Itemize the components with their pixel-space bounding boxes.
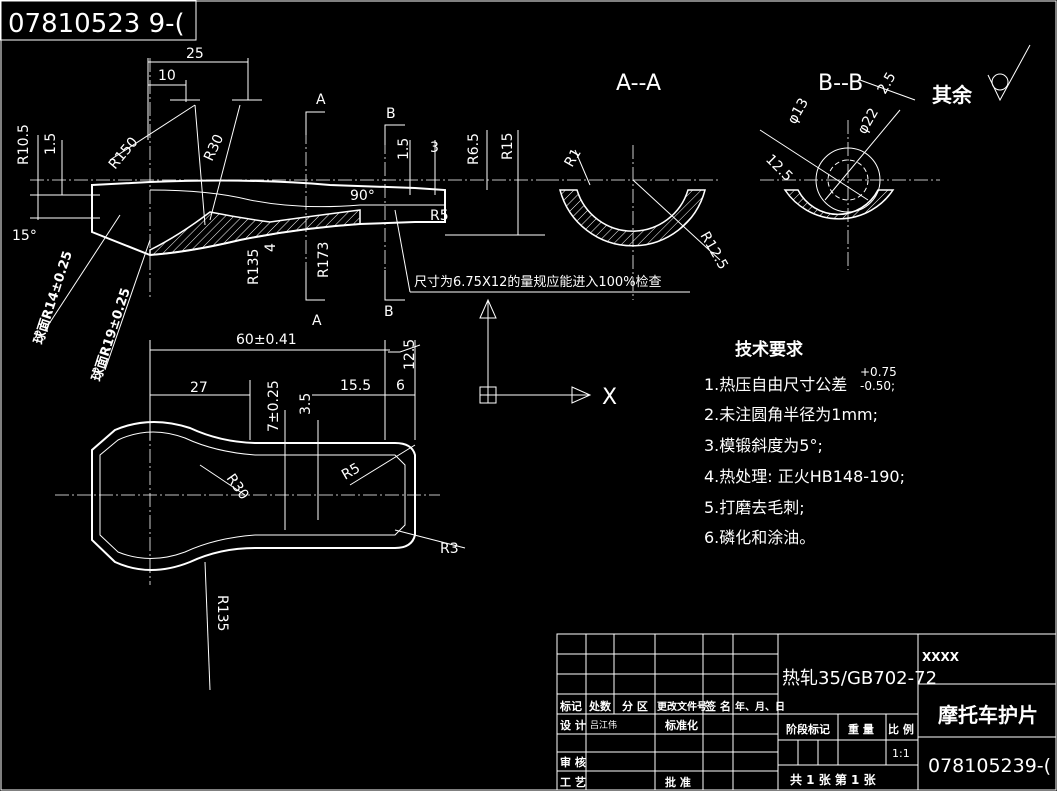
sheets-label: 共 1 张 第 1 张 — [790, 772, 877, 787]
side-view — [30, 58, 690, 371]
material-spec: 热轧35/GB702-72 — [782, 668, 937, 689]
cut-a-bottom: A — [312, 313, 322, 329]
scale-label: 比 例 — [888, 722, 914, 736]
surface-finish: 其余 — [932, 44, 1031, 107]
dim-r173: R173 — [316, 242, 332, 278]
hdr-count: 处数 — [588, 699, 612, 713]
sphere-r14-label: 球面R14±0.25 — [31, 249, 76, 346]
section-b-b: B--B φ13 φ22 12.5 2.5 — [759, 70, 940, 270]
dim-7: 7±0.25 — [266, 380, 282, 432]
dim-25: 25 — [186, 46, 204, 62]
design-label: 设 计 — [560, 718, 586, 732]
x-axis-label: X — [602, 385, 617, 410]
dim-60: 60±0.41 — [236, 332, 297, 348]
dim-r30a: R30 — [201, 132, 227, 164]
section-a-a: A--A R1 R12.5 — [545, 71, 731, 300]
tech-req-tol-lower: -0.50; — [860, 379, 895, 393]
tech-req-title: 技术要求 — [735, 339, 803, 360]
tech-req-item-3: 3.模锻斜度为5°; — [704, 436, 823, 455]
mirrored-drawing-number: 07810523 9-( — [0, 0, 197, 41]
dim-r150: R150 — [106, 134, 142, 172]
tech-req-item-5: 5.打磨去毛刺; — [704, 498, 805, 517]
dim-12-5-plan: 12.5 — [402, 339, 418, 370]
dim-15deg: 15° — [12, 228, 37, 244]
hdr-date: 年、月、日 — [735, 700, 785, 713]
dim-r5a: R5 — [430, 208, 449, 224]
tech-req-tol-upper: +0.75 — [860, 365, 897, 379]
dim-90: 90° — [350, 188, 375, 204]
dim-1-5a: 1.5 — [43, 133, 59, 155]
dim-r12-5: R12.5 — [697, 229, 731, 272]
title-block: 标记 处数 分 区 更改文件号 签 名 年、月、日 设 计 吕江伟 标准化 审 … — [556, 633, 1057, 791]
cut-b-top: B — [386, 106, 396, 122]
drawing-number: 078105239-( — [928, 755, 1051, 777]
hdr-change-doc: 更改文件号 — [657, 700, 707, 713]
dim-6: 6 — [396, 378, 405, 394]
process-label: 工 艺 — [560, 775, 586, 789]
dim-phi22: φ22 — [855, 106, 882, 137]
coordinate-axes: X — [479, 298, 617, 410]
dim-r30-plan: R30 — [223, 471, 252, 503]
section-a-title: A--A — [616, 71, 661, 96]
dim-phi13: φ13 — [785, 96, 812, 127]
stage-label: 阶段标记 — [786, 722, 830, 736]
dim-10: 10 — [158, 68, 176, 84]
dim-1-5b: 1.5 — [396, 138, 412, 160]
dim-r5-plan: R5 — [339, 460, 363, 483]
part-name: 摩托车护片 — [938, 703, 1038, 727]
hdr-zone: 分 区 — [622, 699, 648, 713]
tech-req-item-6: 6.磷化和涂油。 — [704, 528, 815, 547]
tech-req-item-4: 4.热处理: 正火HB148-190; — [704, 467, 905, 486]
gauge-note: 尺寸为6.75X12的量规应能进入100%检查 — [414, 274, 662, 290]
technical-requirements: 技术要求 1.热压自由尺寸公差 +0.75 -0.50; 2.未注圆角半径为1m… — [704, 339, 905, 547]
designer-name: 吕江伟 — [590, 719, 617, 731]
dim-r6-5: R6.5 — [466, 133, 482, 165]
review-label: 审 核 — [560, 755, 586, 769]
dim-r15: R15 — [500, 132, 516, 160]
dim-r135a: R135 — [246, 249, 262, 285]
tech-req-item-1: 1.热压自由尺寸公差 — [704, 375, 847, 394]
hdr-mark: 标记 — [559, 699, 582, 713]
standard-label: 标准化 — [664, 718, 698, 732]
approve-label: 批 准 — [665, 775, 691, 789]
dim-4: 4 — [263, 243, 279, 252]
dim-r10-5: R10.5 — [16, 124, 32, 165]
cut-b-bottom: B — [384, 304, 394, 320]
section-b-title: B--B — [818, 71, 863, 96]
dim-r3: R3 — [440, 541, 459, 557]
scale-value: 1:1 — [892, 747, 910, 760]
dim-r135-plan: R135 — [214, 595, 230, 631]
cut-a-top: A — [316, 92, 326, 108]
dim-15-5: 15.5 — [340, 378, 371, 394]
sphere-r19-label: 球面R19±0.25 — [89, 286, 134, 383]
dim-27: 27 — [190, 380, 208, 396]
plan-view: 60±0.41 12.5 27 7±0.25 3.5 15.5 6 R30 R5… — [55, 332, 466, 691]
dim-3-5: 3.5 — [298, 393, 314, 415]
company-name: XXXX — [922, 650, 960, 664]
mirrored-number-text: 07810523 9-( — [8, 9, 185, 39]
dim-3: 3 — [430, 140, 439, 156]
weight-label: 重 量 — [848, 722, 874, 736]
surface-rest-label: 其余 — [932, 83, 973, 107]
hdr-sign: 签 名 — [704, 699, 731, 713]
tech-req-item-2: 2.未注圆角半径为1mm; — [704, 405, 878, 424]
dim-r1: R1 — [562, 146, 585, 170]
